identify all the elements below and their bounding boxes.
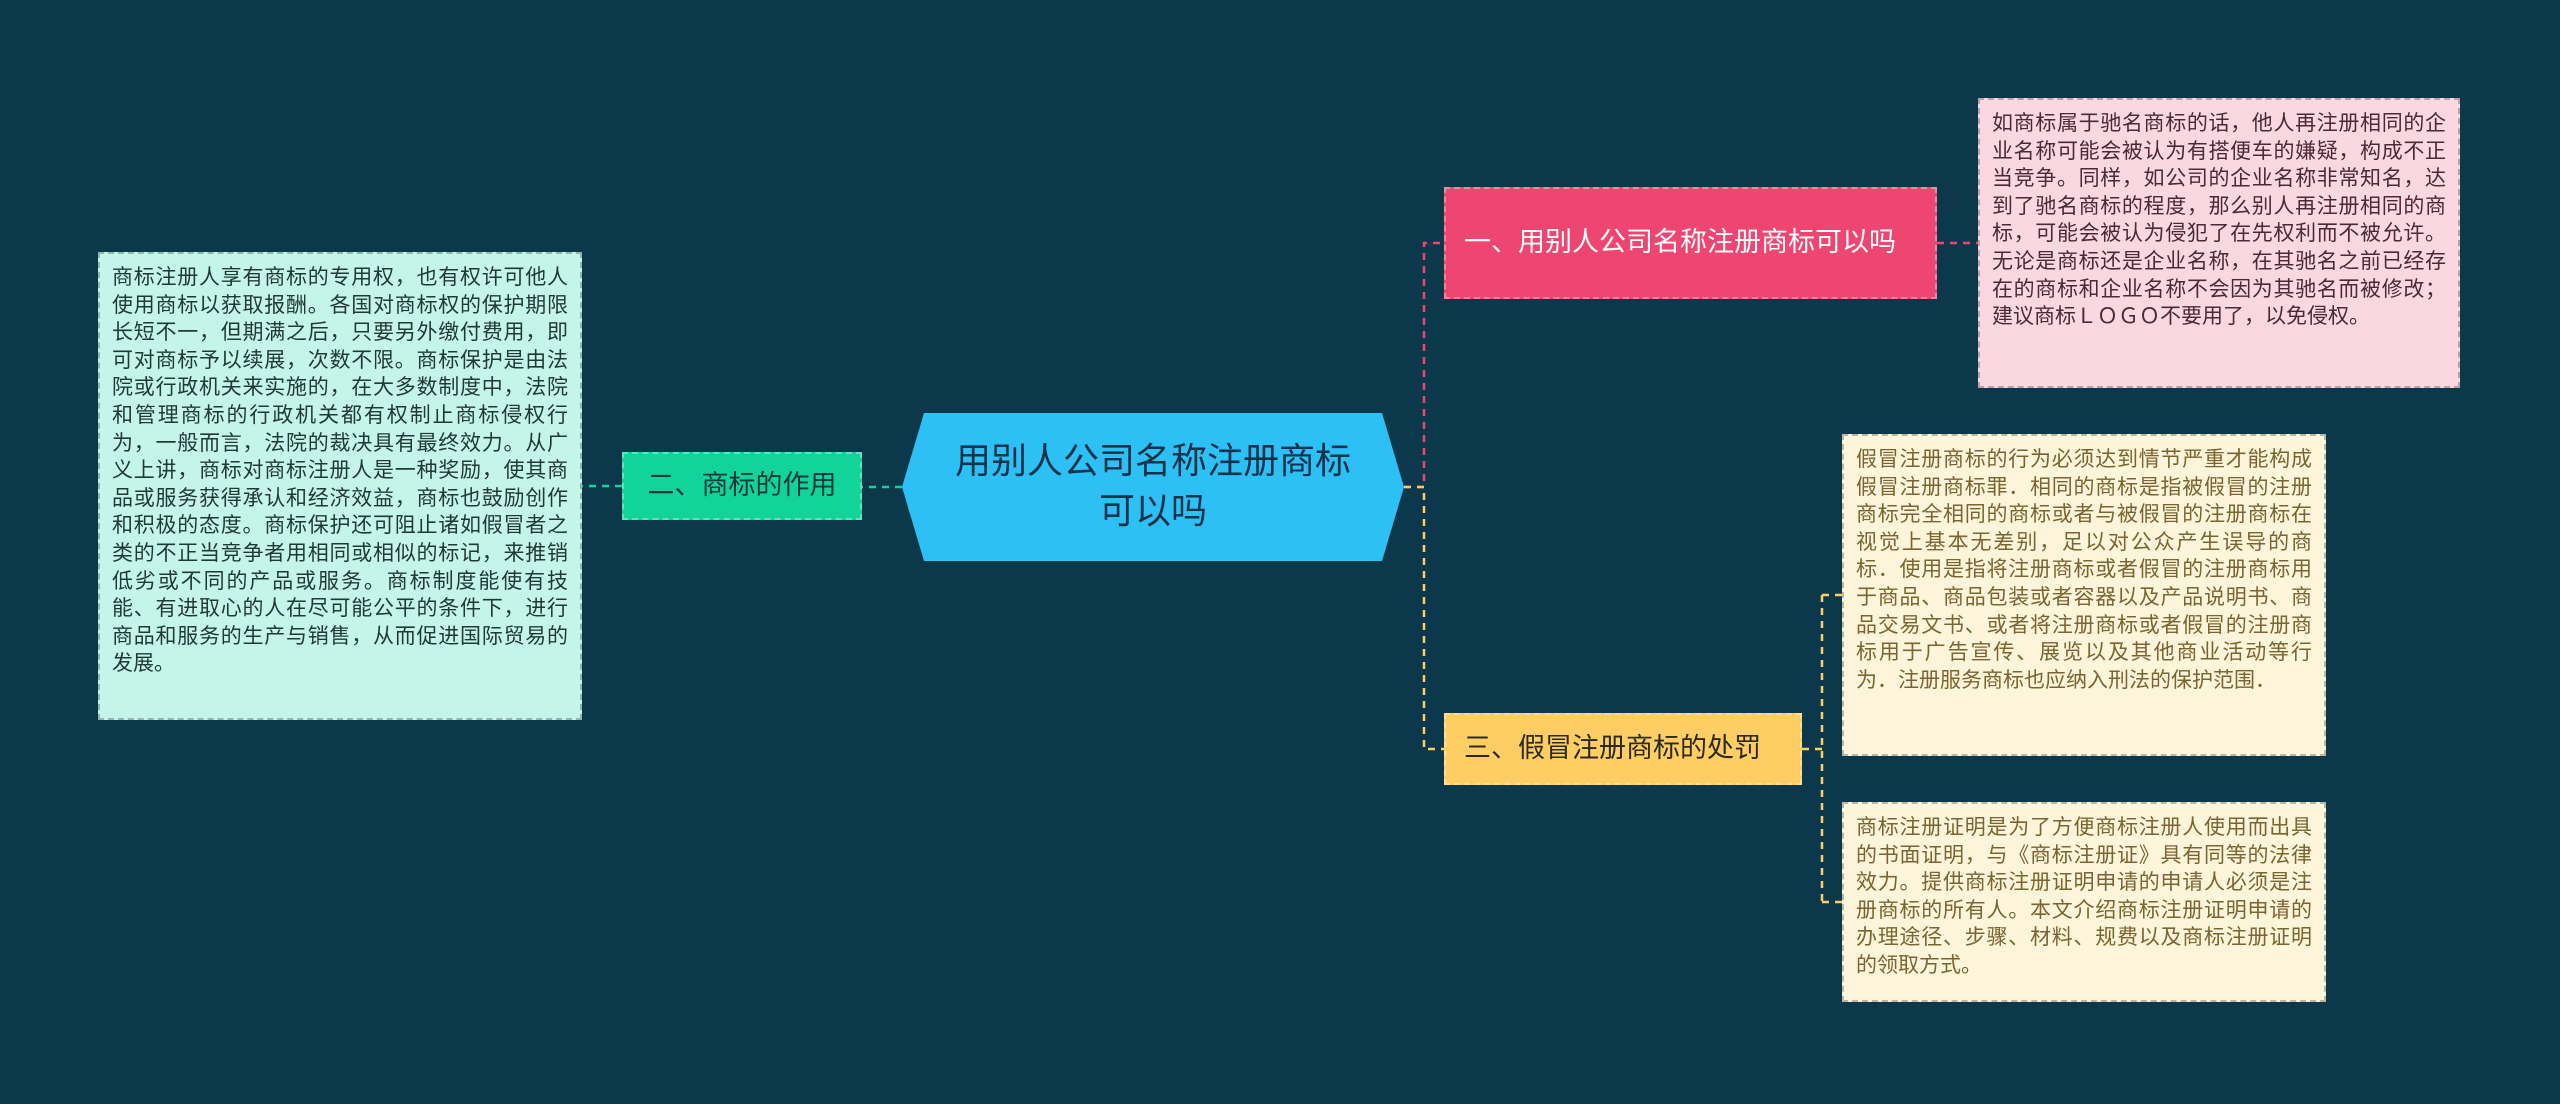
leaf-topic-2-1-text: 商标注册人享有商标的专用权，也有权许可他人使用商标以获取报酬。各国对商标权的保护…	[112, 265, 568, 676]
branch-topic-3[interactable]: 三、假冒注册商标的处罚	[1444, 713, 1802, 785]
central-topic[interactable]: 用别人公司名称注册商标可以吗	[902, 413, 1404, 561]
branch-topic-1-label: 一、用别人公司名称注册商标可以吗	[1464, 227, 1896, 258]
branch-topic-2[interactable]: 二、商标的作用	[622, 452, 862, 520]
connector-central-b3	[1404, 485, 1444, 751]
leaf-topic-3-1[interactable]: 假冒注册商标的行为必须达到情节严重才能构成假冒注册商标罪．相同的商标是指被假冒的…	[1842, 434, 2326, 756]
leaf-topic-3-2-text: 商标注册证明是为了方便商标注册人使用而出具的书面证明，与《商标注册证》具有同等的…	[1856, 815, 2312, 977]
leaf-topic-3-1-text: 假冒注册商标的行为必须达到情节严重才能构成假冒注册商标罪．相同的商标是指被假冒的…	[1856, 447, 2312, 692]
connector-b3-l3l4	[1802, 593, 1842, 904]
central-topic-label: 用别人公司名称注册商标可以吗	[954, 441, 1351, 532]
leaf-topic-1-1-text: 如商标属于驰名商标的话，他人再注册相同的企业名称可能会被认为有搭便车的嫌疑，构成…	[1992, 111, 2446, 329]
branch-topic-2-label: 二、商标的作用	[647, 470, 837, 501]
leaf-topic-3-2[interactable]: 商标注册证明是为了方便商标注册人使用而出具的书面证明，与《商标注册证》具有同等的…	[1842, 802, 2326, 1002]
leaf-topic-1-1[interactable]: 如商标属于驰名商标的话，他人再注册相同的企业名称可能会被认为有搭便车的嫌疑，构成…	[1978, 98, 2460, 388]
leaf-topic-2-1[interactable]: 商标注册人享有商标的专用权，也有权许可他人使用商标以获取报酬。各国对商标权的保护…	[98, 252, 582, 720]
branch-topic-3-label: 三、假冒注册商标的处罚	[1464, 733, 1761, 764]
branch-topic-1[interactable]: 一、用别人公司名称注册商标可以吗	[1444, 187, 1937, 299]
connector-central-b1	[1404, 241, 1444, 489]
